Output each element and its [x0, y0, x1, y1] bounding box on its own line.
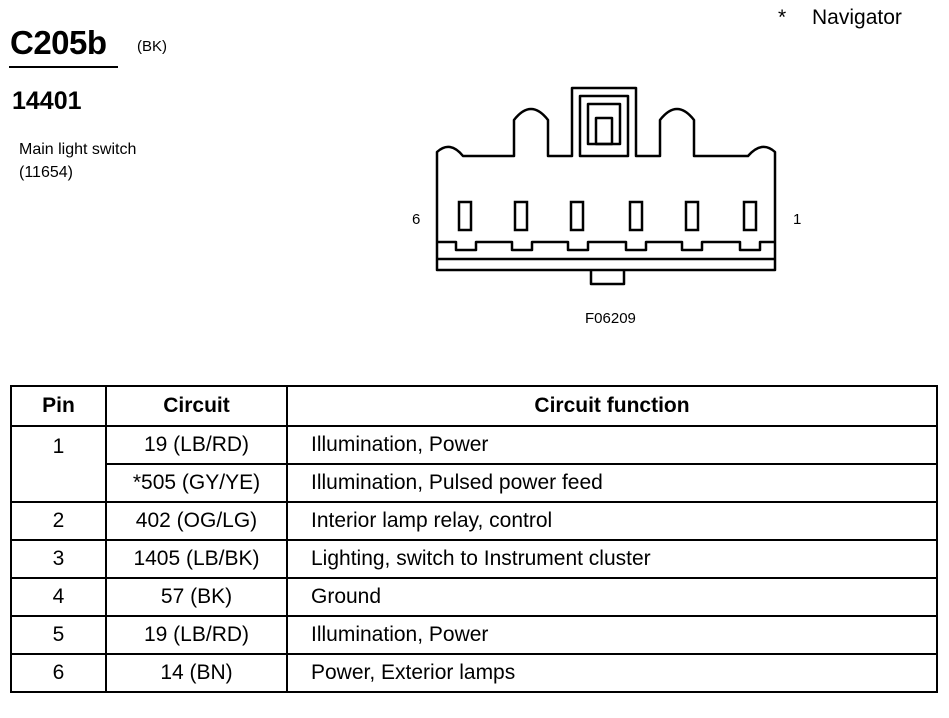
terminal-cavity-6 — [457, 200, 473, 232]
circuit-cell: 19 (LB/RD) — [105, 425, 288, 465]
terminal-cavity-3 — [628, 200, 644, 232]
figure-id: F06209 — [585, 310, 636, 327]
table-row: 5 19 (LB/RD) Illumination, Power — [10, 615, 938, 655]
table-row: *505 (GY/YE) Illumination, Pulsed power … — [11, 463, 938, 503]
connector-id: C205b — [10, 24, 107, 61]
function-cell: Illumination, Power — [286, 615, 938, 655]
table-row: 4 57 (BK) Ground — [10, 577, 938, 617]
pin-cell: 3 — [10, 539, 107, 579]
function-cell: Power, Exterior lamps — [286, 653, 938, 693]
pin-table: Pin Circuit Circuit function 1 19 (LB/RD… — [10, 385, 938, 693]
table-header-row: Pin Circuit Circuit function — [10, 385, 938, 427]
function-cell: Illumination, Power — [286, 425, 938, 465]
circuit-cell: 402 (OG/LG) — [105, 501, 288, 541]
function-cell: Interior lamp relay, control — [286, 501, 938, 541]
footnote: * Navigator — [778, 6, 902, 30]
circuit-cell: *505 (GY/YE) — [105, 463, 288, 503]
terminal-cavity-4 — [569, 200, 585, 232]
pin-6-label: 6 — [412, 211, 421, 228]
circuit-cell: 14 (BN) — [105, 653, 288, 693]
circuit-cell: 1405 (LB/BK) — [105, 539, 288, 579]
function-cell: Lighting, switch to Instrument cluster — [286, 539, 938, 579]
locking-tab-latch — [594, 116, 614, 146]
table-row: 2 402 (OG/LG) Interior lamp relay, contr… — [10, 501, 938, 541]
terminal-cavity-2 — [684, 200, 700, 232]
component-description: Main light switch — [19, 141, 137, 158]
header-circuit: Circuit — [105, 385, 288, 427]
function-cell: Illumination, Pulsed power feed — [286, 463, 938, 503]
pin-cell: 6 — [10, 653, 107, 693]
header-pin: Pin — [10, 385, 107, 427]
pin-cell: 4 — [10, 577, 107, 617]
terminal-cavity-5 — [513, 200, 529, 232]
table-row: 6 14 (BN) Power, Exterior lamps — [10, 653, 938, 693]
locking-tab-outer — [578, 94, 630, 158]
terminal-ledge — [437, 240, 775, 252]
locking-tab-inner — [586, 102, 622, 146]
table-row: 3 1405 (LB/BK) Lighting, switch to Instr… — [10, 539, 938, 579]
terminal-cavity-1 — [742, 200, 758, 232]
part-number: 14401 — [12, 87, 82, 115]
pin-cell: 2 — [10, 501, 107, 541]
header-circuit-function: Circuit function — [286, 385, 938, 427]
connector-id-underline — [9, 66, 118, 68]
component-reference: (11654) — [19, 164, 73, 181]
table-row: 1 19 (LB/RD) Illumination, Power — [10, 425, 938, 503]
footnote-text: Navigator — [812, 6, 902, 29]
function-cell: Ground — [286, 577, 938, 617]
connector-housing — [435, 86, 777, 272]
pin-1-label: 1 — [793, 211, 802, 228]
circuit-cell: 57 (BK) — [105, 577, 288, 617]
footnote-star: * — [778, 6, 787, 29]
bottom-key — [589, 270, 626, 286]
circuit-cell: 19 (LB/RD) — [105, 615, 288, 655]
connector-color: (BK) — [137, 38, 167, 55]
pin-cell: 5 — [10, 615, 107, 655]
pin-cell: 1 — [10, 425, 107, 503]
